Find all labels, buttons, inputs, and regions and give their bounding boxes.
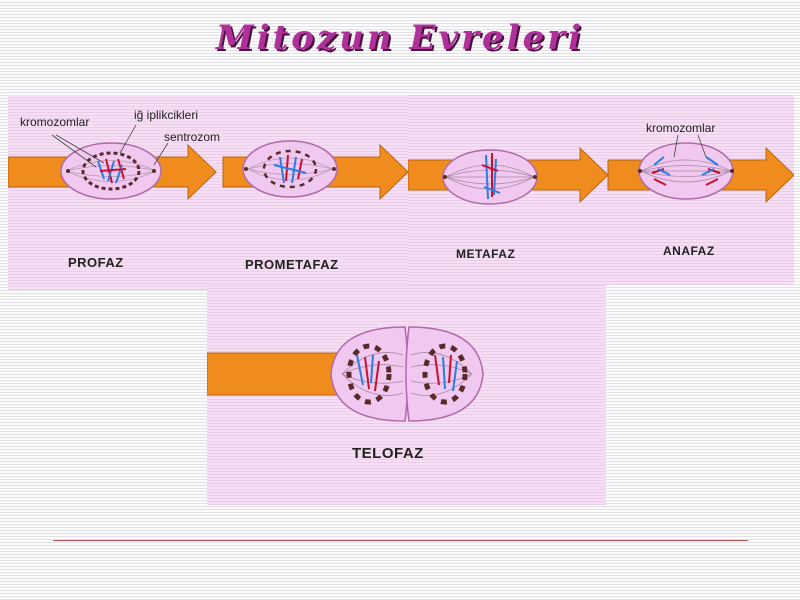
anafaz-cell — [638, 142, 734, 200]
stage-label-metafaz: METAFAZ — [456, 247, 516, 261]
profaz-prometafaz-diagram — [8, 124, 408, 201]
footer-divider — [53, 540, 748, 541]
telofaz-cell — [330, 326, 484, 422]
stage-label-profaz: PROFAZ — [68, 255, 124, 270]
stage-label-anafaz: ANAFAZ — [663, 244, 715, 258]
profaz-cell — [60, 142, 162, 200]
panel-metafaz-anafaz: kromozomlar METAFAZ ANAFAZ — [408, 95, 794, 285]
stage-label-prometafaz: PROMETAFAZ — [245, 257, 339, 272]
page-title: Mitozun Evreleri — [215, 18, 585, 58]
annotation-kromozomlar-anafaz: kromozomlar — [646, 121, 716, 135]
prometafaz-cell — [242, 140, 338, 198]
stage-label-telofaz: TELOFAZ — [352, 445, 424, 462]
panel-profaz-prometafaz: kromozomlar iğ iplikcikleri sentrozom PR… — [8, 95, 408, 290]
annotation-ig-iplikcikleri: iğ iplikcikleri — [134, 108, 199, 122]
annotation-pointers — [51, 124, 169, 168]
annotation-pointers — [673, 134, 707, 158]
annotation-sentrozom: sentrozom — [164, 130, 221, 144]
annotation-kromozomlar: kromozomlar — [20, 115, 90, 129]
metafaz-anafaz-diagram — [408, 134, 794, 205]
metafaz-cell — [442, 149, 538, 205]
telofaz-diagram — [207, 326, 484, 422]
progress-arrow — [207, 352, 338, 396]
panel-telofaz: TELOFAZ — [207, 285, 606, 505]
